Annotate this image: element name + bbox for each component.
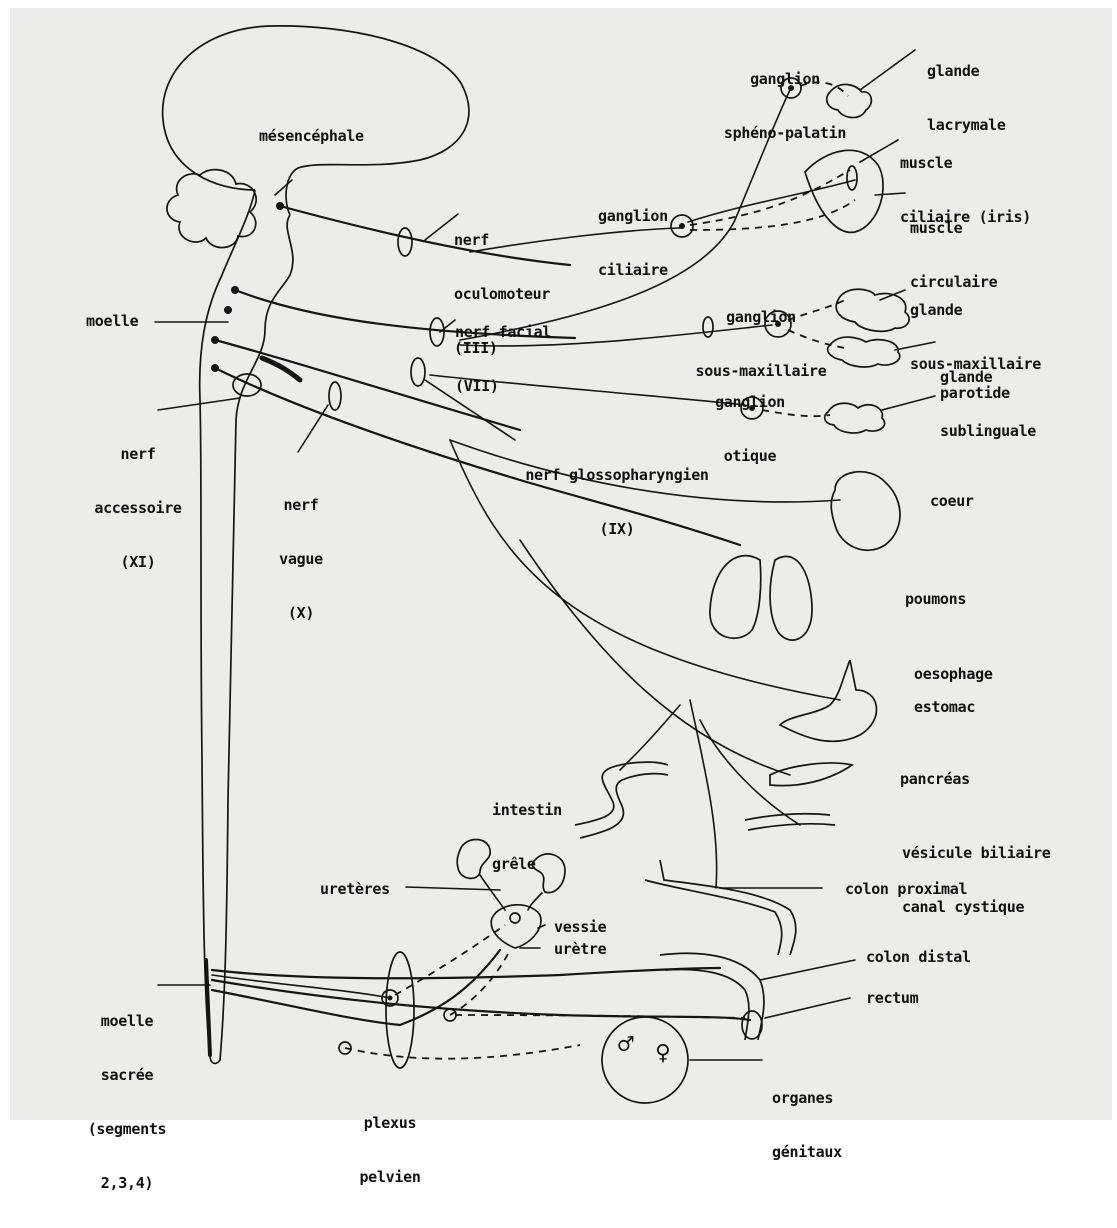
oculomotor-ganglion-to-eye xyxy=(688,180,855,222)
sousmax-gland xyxy=(836,289,909,331)
male-symbol-icon: ♂ xyxy=(618,1036,633,1054)
label-line: grêle xyxy=(492,855,562,873)
vagus-to-pancreas xyxy=(520,540,790,775)
label-nerf-glosso: nerf glossopharyngien (IX) xyxy=(512,430,722,574)
label-moelle-sacree: moelle sacrée (segments 2,3,4) xyxy=(72,976,182,1228)
label-organes-genitaux: organes génitaux xyxy=(772,1053,842,1197)
label-line: ganglion xyxy=(686,308,836,326)
label-line: ganglion xyxy=(690,70,880,88)
label-line: (VII) xyxy=(455,377,551,395)
label-line: nerf facial xyxy=(455,323,551,341)
genital-organs xyxy=(602,1017,688,1103)
right-lung xyxy=(770,556,812,640)
label-line: (segments xyxy=(72,1120,182,1138)
brainstem-left xyxy=(200,190,255,1055)
label-line: sacrée xyxy=(72,1066,182,1084)
label-nerf-accessoire: nerf accessoire (XI) xyxy=(78,409,198,607)
label-line: nerf glossopharyngien xyxy=(512,466,722,484)
parasympathetic-diagram: mésencéphale ganglion sphéno-palatin gla… xyxy=(0,0,1117,1124)
label-line: muscle xyxy=(900,154,1031,172)
brain-outline xyxy=(163,26,469,215)
label-line: glande xyxy=(927,62,1006,80)
label-pancreas: pancréas xyxy=(900,770,970,788)
label-vessie: vessie xyxy=(554,918,606,936)
label-parotide: parotide xyxy=(940,384,1010,402)
colon-proximal-organ xyxy=(645,860,796,955)
label-ganglion-ciliaire: ganglion ciliaire xyxy=(598,171,668,315)
label-line: nerf xyxy=(266,496,336,514)
label-line: organes xyxy=(772,1089,842,1107)
heart-organ xyxy=(831,472,900,551)
label-mesencephale: mésencéphale xyxy=(259,127,364,145)
sublingual-gland xyxy=(828,337,900,367)
ciliary-to-circular xyxy=(690,200,855,230)
bladder xyxy=(491,905,541,948)
label-ureteres: uretères xyxy=(320,880,390,898)
label-line: 2,3,4) xyxy=(72,1174,182,1192)
label-coeur: coeur xyxy=(930,492,974,510)
sacral-nerve-1 xyxy=(212,968,720,978)
label-poumons: poumons xyxy=(905,590,966,608)
pancreas-organ xyxy=(770,763,852,786)
label-uretre: urètre xyxy=(554,940,606,958)
label-line: canal cystique xyxy=(902,898,1050,916)
label-line: glande xyxy=(910,301,1041,319)
label-nerf-vague: nerf vague (X) xyxy=(266,460,336,658)
label-nerf-facial: nerf facial (VII) xyxy=(455,287,551,431)
label-colon-distal: colon distal xyxy=(866,948,971,966)
label-oesophage: oesophage xyxy=(914,665,993,683)
label-glande-subling: glande sublinguale xyxy=(940,332,1036,476)
sacral-to-genital xyxy=(345,1045,580,1059)
colon-distal-organ xyxy=(660,953,764,1040)
label-line: ganglion xyxy=(700,393,800,411)
label-line: ganglion xyxy=(598,207,668,225)
label-plexus-pelvien: plexus pelvien xyxy=(340,1078,440,1222)
label-ganglion-spheno: ganglion sphéno-palatin xyxy=(690,34,880,178)
label-moelle: moelle xyxy=(86,312,138,330)
label-line: sphéno-palatin xyxy=(690,124,880,142)
label-line: vague xyxy=(266,550,336,568)
label-line: ciliaire xyxy=(598,261,668,279)
vagus-to-intestine xyxy=(620,705,680,770)
left-kidney xyxy=(457,840,490,879)
label-line: nerf xyxy=(78,445,198,463)
label-line: (XI) xyxy=(78,553,198,571)
stomach-organ xyxy=(780,660,877,741)
vagus-to-gallbladder xyxy=(700,720,800,825)
label-line: plexus xyxy=(340,1114,440,1132)
label-line: (IX) xyxy=(512,520,722,538)
small-intestine xyxy=(575,762,668,838)
label-line: pelvien xyxy=(340,1168,440,1186)
label-line: intestin xyxy=(492,801,562,819)
label-line: (X) xyxy=(266,604,336,622)
gallbladder xyxy=(745,814,835,830)
label-line: accessoire xyxy=(78,499,198,517)
sacral-nerve-2 xyxy=(212,980,750,1020)
label-intestin: intestin grêle xyxy=(492,765,562,909)
female-symbol-icon: ♀ xyxy=(655,1044,670,1062)
label-colon-proximal: colon proximal xyxy=(845,880,967,898)
sacral-dash-bladder xyxy=(395,925,505,995)
label-line: génitaux xyxy=(772,1143,842,1161)
label-rectum: rectum xyxy=(866,989,918,1007)
label-line: nerf xyxy=(454,231,550,249)
label-estomac: estomac xyxy=(914,698,975,716)
label-line: sublinguale xyxy=(940,422,1036,440)
label-line: vésicule biliaire xyxy=(902,844,1050,862)
label-line: muscle xyxy=(910,219,997,237)
label-line: moelle xyxy=(72,1012,182,1030)
